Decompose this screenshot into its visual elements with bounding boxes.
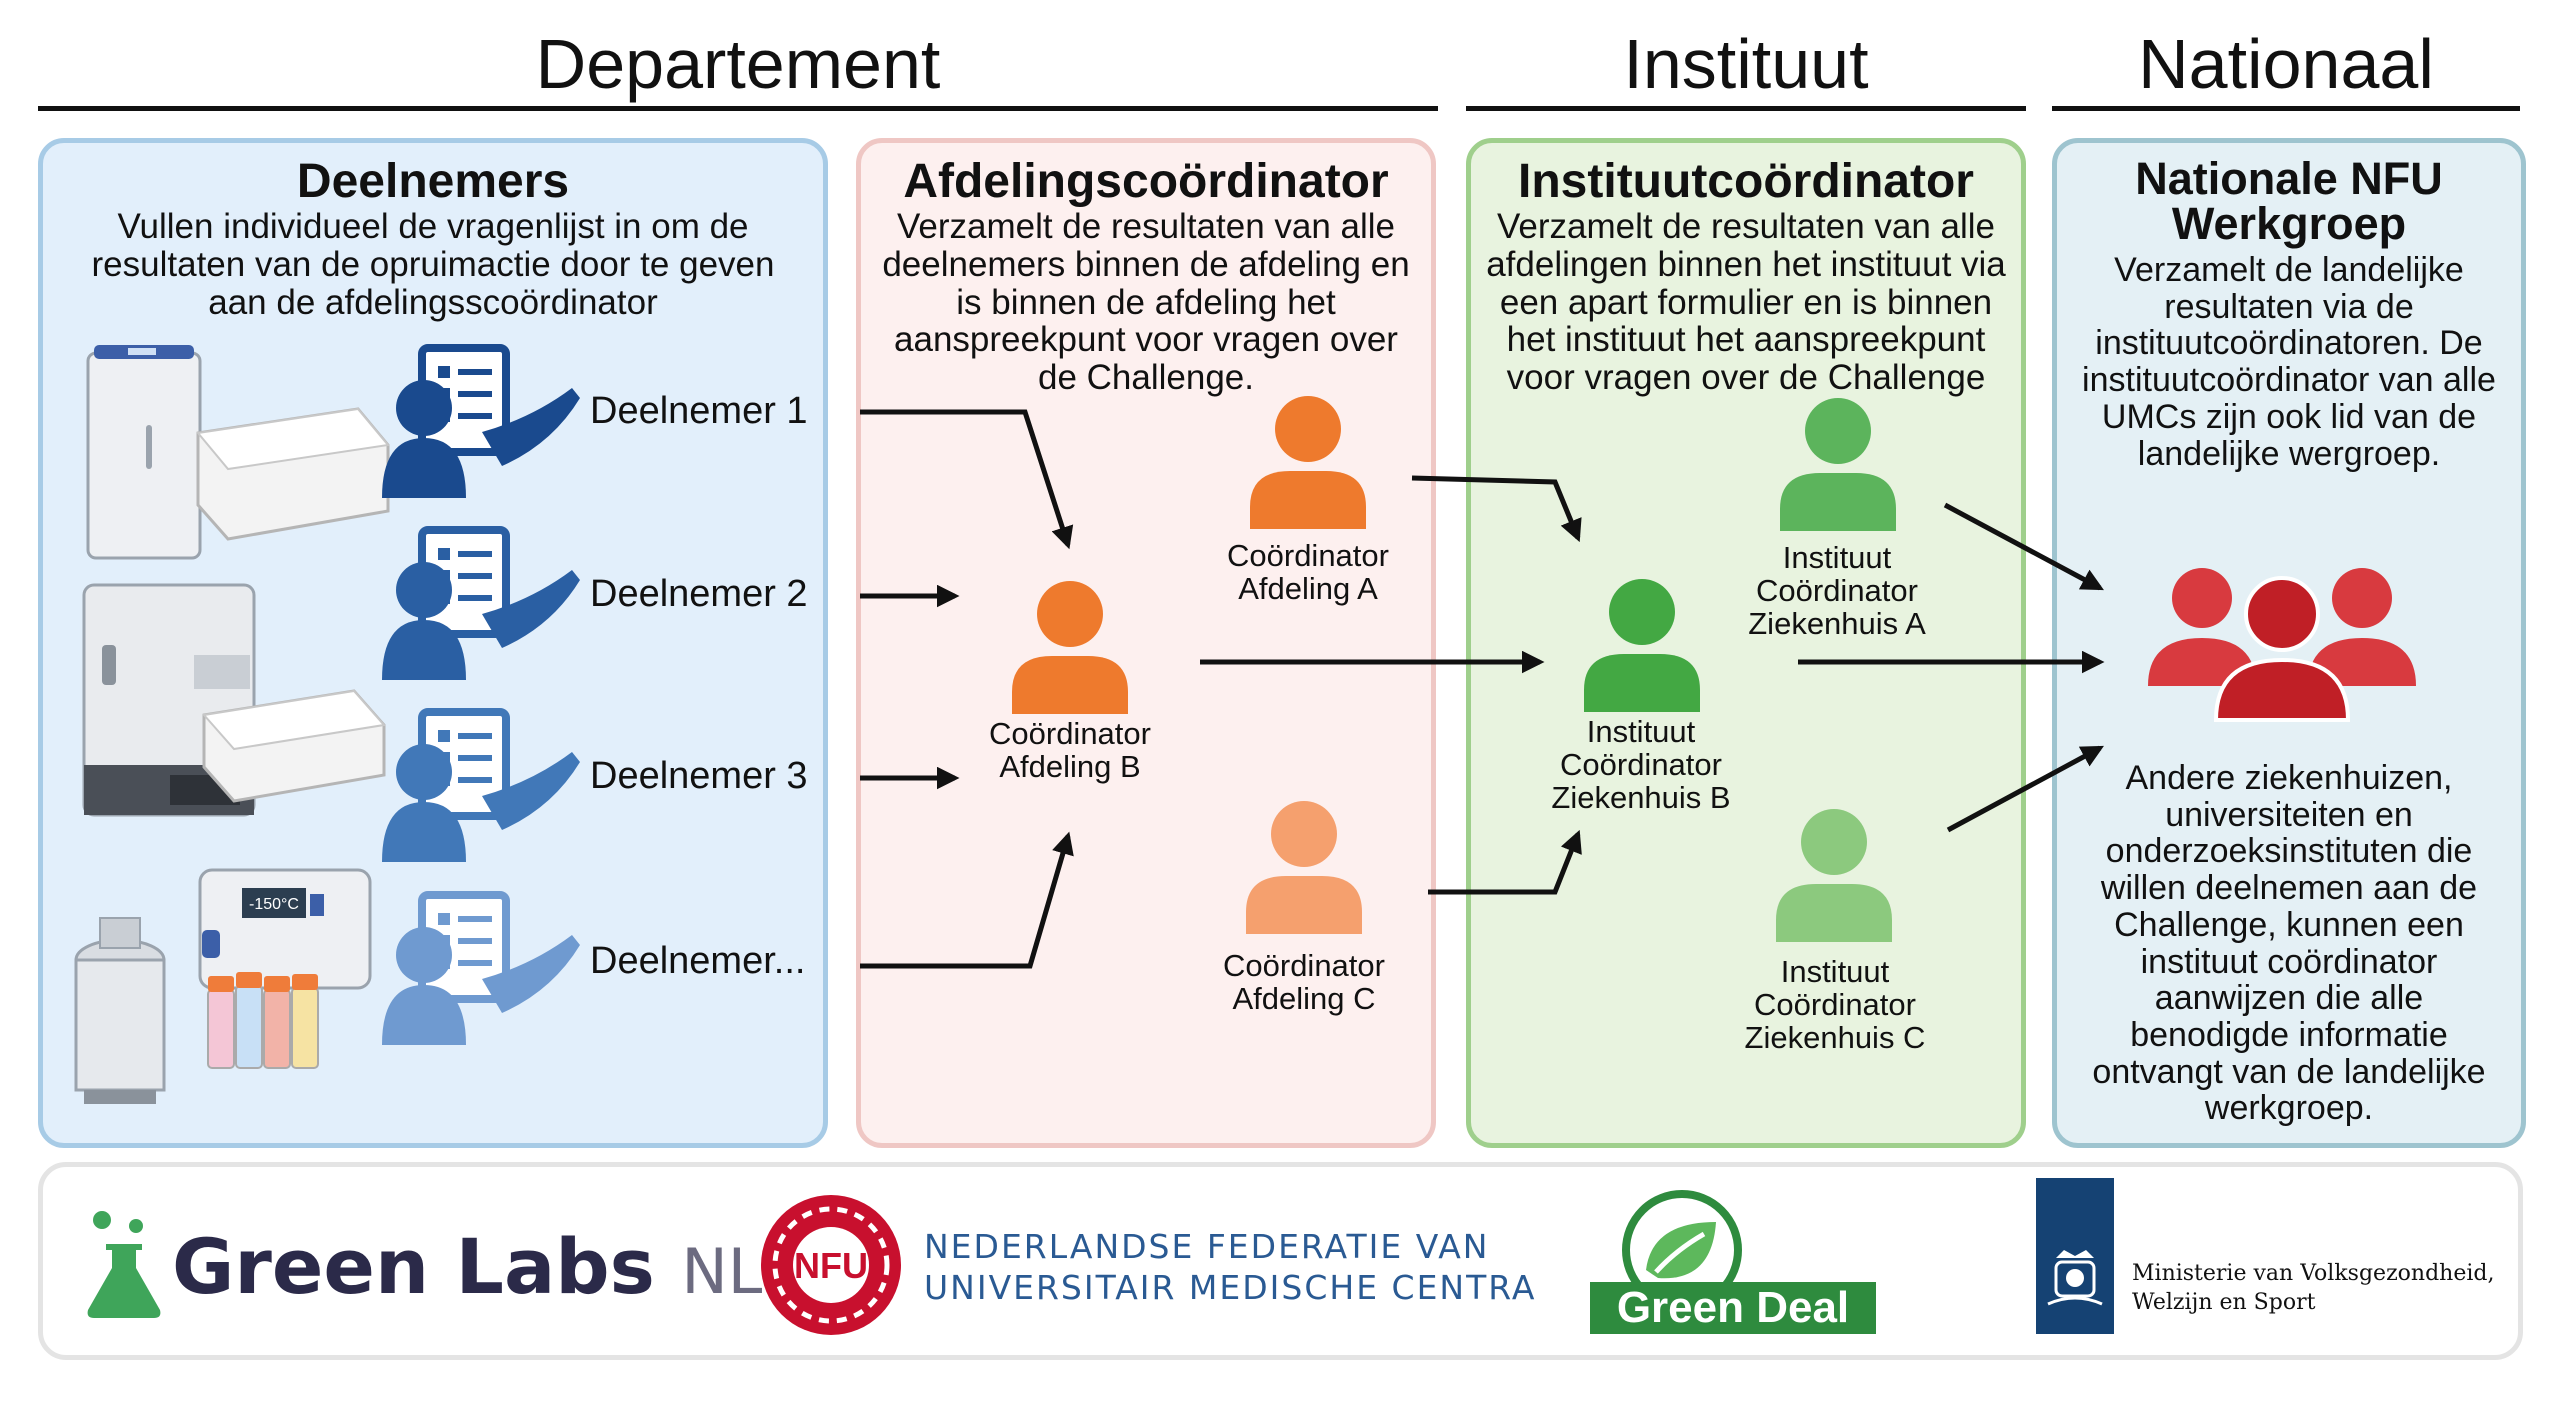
institute-c-label: Instituut Coördinator Ziekenhuis C [1710,954,1960,1055]
coordinator-c-line1: Coördinator [1223,948,1385,983]
deelnemers-description: Vullen individueel de vragenlijst in om … [91,207,775,322]
ministerie-line2: Welzijn en Sport [2132,1289,2316,1315]
arrow-deelnemer-more [860,831,1074,969]
crown-lion-icon [2047,1250,2103,1306]
nationaal-title: Nationale NFU Werkgroep [2052,156,2526,246]
greenlabs-logo: Green Labs NL [172,1222,762,1311]
header-nationaal-rule [2052,106,2520,111]
national-group-icon [2148,568,2416,722]
afdeling-description: Verzamelt de resultaten van alle deelnem… [882,207,1410,398]
header-instituut: Instituut [1623,25,1869,103]
institute-c-line1: Instituut [1780,954,1890,989]
arrow-deelnemer1 [860,409,1074,550]
coordinator-c-line2: Afdeling C [1232,980,1376,1016]
greenlabs-logo-text: Green Labs [172,1222,655,1311]
header-instituut-rule [1466,106,2026,111]
participant-form-icon [382,526,580,680]
institute-c-line2: Coördinator [1754,986,1916,1022]
participant-label: Deelnemer 2 [590,573,808,615]
header-nationaal: Nationaal [2138,25,2434,103]
institute-b-line2: Coördinator [1560,746,1722,782]
institute-c-person-icon [1776,809,1892,942]
greendeal-text: Green Deal [1616,1283,1850,1332]
institute-b-line3: Ziekenhuis B [1551,779,1731,815]
freezer-display: -150°C [249,896,299,913]
panel-instituut [1466,138,2026,1148]
ministerie-text: Ministerie van Volksgezondheid, Welzijn … [2132,1260,2494,1317]
coordinator-b-line2: Afdeling B [999,748,1141,784]
nationaal-other: Andere ziekenhuizen, universiteiten en o… [2092,759,2486,1128]
institute-b-person-icon [1584,579,1700,712]
lab-freezer-icon [86,345,390,560]
institute-a-line2: Coördinator [1756,572,1918,608]
header-departement: Departement [535,25,941,103]
instituut-title: Instituutcoördinator [1518,155,1974,208]
nationaal-description: Verzamelt de landelijke resultaten via d… [2082,251,2496,473]
arrow-ziekenhuis-c [1946,745,2104,833]
institute-a-line1: Instituut [1782,540,1892,575]
afdeling-title: Afdelingscoördinator [903,155,1389,208]
participant-form-icon [382,891,580,1045]
participant-label: Deelnemer 1 [590,390,808,432]
coordinator-a-line2: Afdeling A [1238,570,1378,606]
rijksoverheid-emblem [2036,1178,2114,1334]
arrow-ziekenhuis-a [1943,502,2104,591]
institute-a-line3: Ziekenhuis A [1748,605,1926,641]
institute-a-person-icon [1780,398,1896,531]
nfu-logo-icon: NFU [761,1195,901,1335]
coordinator-a-person-icon [1250,396,1366,529]
institute-a-label: Instituut Coördinator Ziekenhuis A [1712,540,1962,641]
coordinator-a-label: Coördinator Afdeling A [1190,538,1426,606]
coordinator-c-person-icon [1246,801,1362,934]
institute-c-line3: Ziekenhuis C [1744,1019,1926,1055]
panel-afdeling [856,138,1436,1148]
arrow-afdeling-c [1428,829,1582,895]
cryo-tank-icon: -150°C [74,868,372,1104]
greenlabs-flask-icon [87,1211,161,1318]
nationaal-title-line2: Werkgroep [2171,198,2407,249]
instituut-description: Verzamelt de resultaten van alle afdelin… [1486,207,2006,398]
institute-b-line1: Instituut [1586,714,1696,749]
institute-b-label: Instituut Coördinator Ziekenhuis B [1516,714,1766,815]
participant-form-icon [382,344,580,498]
nfu-line2: UNIVERSITAIR MEDISCHE CENTRA [924,1268,1537,1308]
coordinator-b-person-icon [1012,581,1128,714]
header-departement-rule [38,106,1438,111]
participant-label: Deelnemer 3 [590,755,808,797]
nfu-line1: NEDERLANDSE FEDERATIE VAN [924,1227,1490,1266]
deelnemers-title: Deelnemers [296,155,570,208]
coordinator-a-line1: Coördinator [1227,538,1389,573]
coordinator-b-line1: Coördinator [989,716,1151,751]
arrow-afdeling-a [1411,475,1582,543]
greenlabs-logo-suffix: NL [681,1235,763,1308]
participant-form-icon [382,708,580,862]
nfu-badge-text: NFU [794,1245,868,1286]
ministerie-line1: Ministerie van Volksgezondheid, [2132,1261,2495,1286]
greendeal-banner: Green Deal [1590,1282,1876,1334]
coordinator-b-label: Coördinator Afdeling B [952,716,1188,784]
coordinator-c-label: Coördinator Afdeling C [1186,948,1422,1016]
nationaal-title-line1: Nationale NFU [2135,153,2443,204]
nfu-logo-text: NEDERLANDSE FEDERATIE VAN UNIVERSITAIR M… [924,1226,1536,1309]
ultra-freezer-icon [82,583,386,817]
participant-label: Deelnemer... [590,940,806,982]
